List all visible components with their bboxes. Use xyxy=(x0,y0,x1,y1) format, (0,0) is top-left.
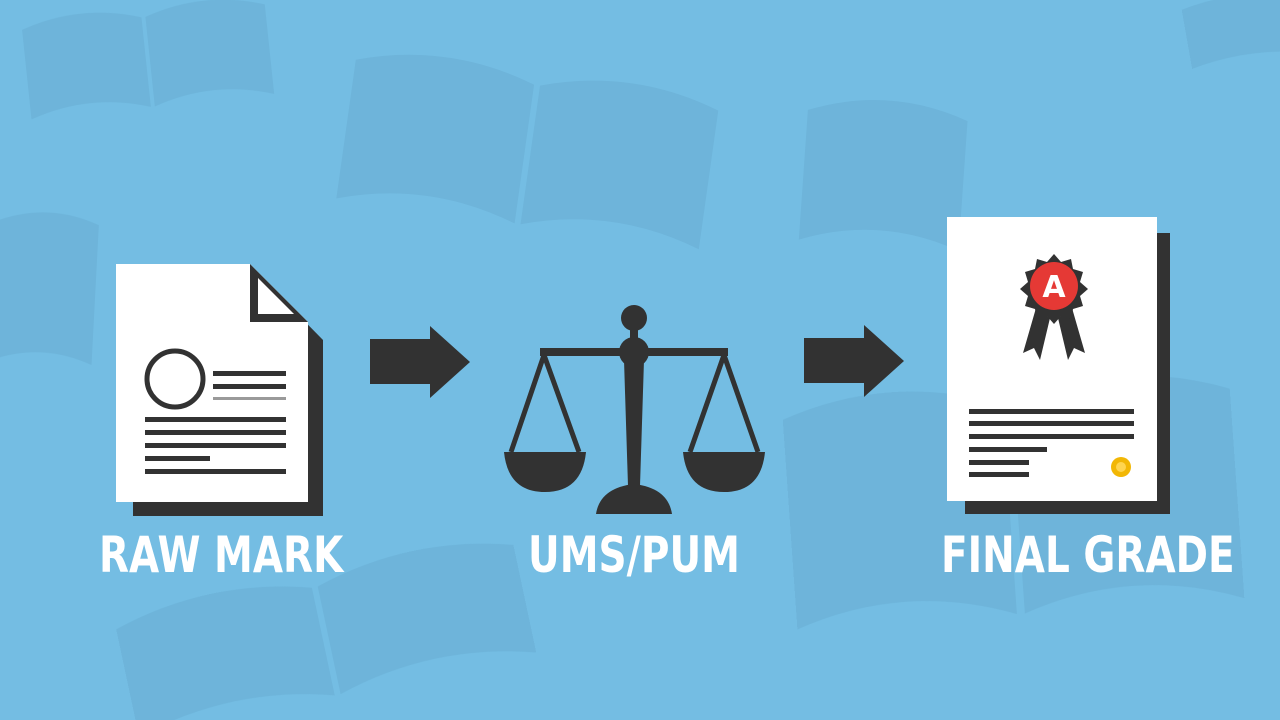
document-icon xyxy=(116,264,323,516)
arrow-right-icon xyxy=(370,326,470,398)
award-ribbon-icon xyxy=(1020,254,1088,360)
open-book-icon xyxy=(116,543,537,720)
arrow-right-icon xyxy=(804,325,904,397)
open-book-icon xyxy=(22,0,275,120)
step-label-final-grade: FINAL GRADE xyxy=(941,526,1235,584)
open-book-icon xyxy=(798,100,968,251)
open-book-icon xyxy=(336,54,719,250)
step-label-raw-mark: RAW MARK xyxy=(99,526,344,584)
open-book-icon xyxy=(0,212,99,366)
balance-scale-icon xyxy=(504,305,765,514)
certificate-icon: A xyxy=(947,217,1170,514)
open-book-icon xyxy=(1181,0,1280,69)
step-label-ums-pum: UMS/PUM xyxy=(528,526,740,584)
grade-letter: A xyxy=(1042,270,1066,305)
